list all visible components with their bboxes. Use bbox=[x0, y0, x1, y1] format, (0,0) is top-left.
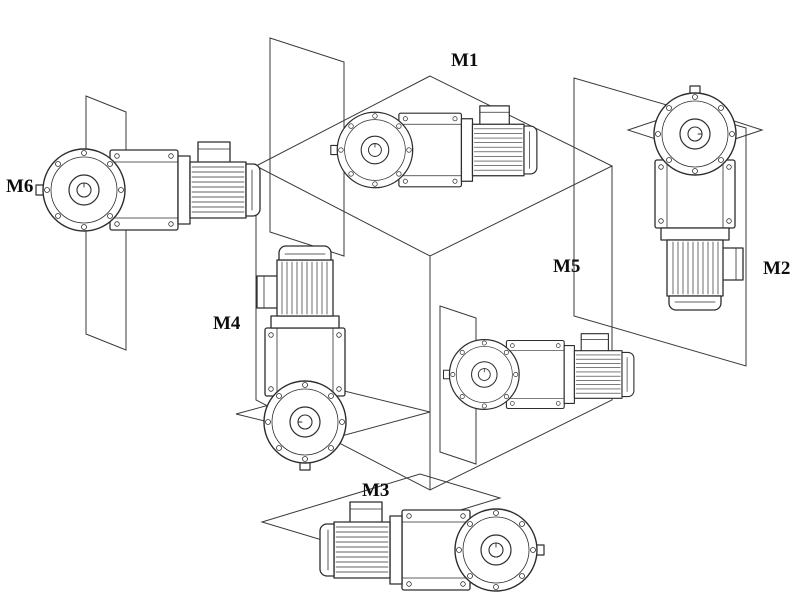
label-m6: M6 bbox=[6, 176, 33, 197]
gearmotor-m5 bbox=[442, 333, 635, 410]
gearmotor-m3 bbox=[319, 501, 545, 592]
mounting-plate-m3 bbox=[260, 473, 502, 547]
label-m2: M2 bbox=[763, 258, 790, 279]
gearmotor-m1 bbox=[330, 105, 538, 189]
gearmotor-m6 bbox=[35, 141, 261, 232]
label-m3: M3 bbox=[362, 480, 389, 501]
label-m1: M1 bbox=[451, 50, 478, 71]
mounting-plane-m6 bbox=[85, 95, 127, 351]
mounting-plane-m1 bbox=[269, 37, 345, 257]
label-m5: M5 bbox=[553, 256, 580, 277]
label-m4: M4 bbox=[213, 313, 241, 334]
isometric-cube bbox=[254, 75, 614, 491]
gearmotor-m4 bbox=[256, 245, 347, 471]
mounting-plane-m5 bbox=[439, 305, 477, 465]
gearmotor-m2 bbox=[653, 85, 744, 311]
